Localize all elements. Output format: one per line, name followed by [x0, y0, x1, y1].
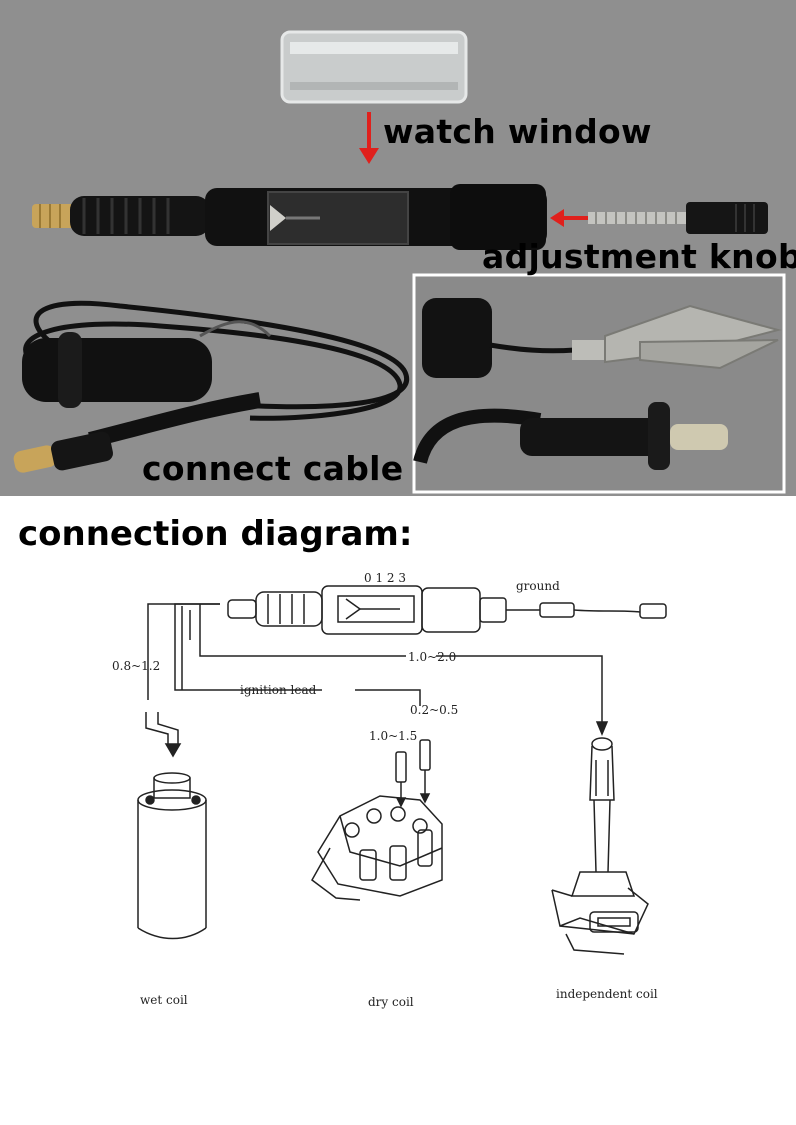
ignition-lead-label: ignition lead: [240, 683, 317, 697]
gap-dry-coil-label: 1.0~1.5: [369, 729, 417, 743]
dry-coil-icon: [311, 739, 443, 901]
cable-icon: [13, 300, 410, 473]
wet-coil-icon: [137, 712, 207, 940]
label-adjustment-knob: adjustment knob: [482, 237, 796, 276]
connection-diagram: 0 1 2 3 ground 0.8~1.2 1.0~2.0 ignition …: [112, 571, 667, 1009]
wet-coil-label: wet coil: [140, 993, 188, 1007]
ground-label: ground: [516, 579, 560, 593]
dry-coil-label: dry coil: [368, 995, 414, 1009]
label-watch-window: watch window: [383, 112, 652, 151]
spark-tester-icon: [32, 184, 768, 250]
gap-wet-coil-label: 0.8~1.2: [112, 659, 160, 673]
product-photo: [0, 0, 796, 496]
section-heading: connection diagram:: [18, 514, 413, 554]
inset-photo: [412, 273, 786, 494]
glass-tube-icon: [280, 30, 468, 104]
independent-coil-icon: [551, 737, 649, 955]
arrow-down-icon: [359, 112, 379, 164]
label-connect-cable: connect cable: [142, 449, 404, 488]
tester-diagram-icon: [227, 585, 667, 635]
gap-scale-label: 0 1 2 3: [364, 571, 406, 585]
gap-lead-label: 0.2~0.5: [410, 703, 458, 717]
independent-coil-label: independent coil: [556, 987, 658, 1001]
gap-independent-label: 1.0~2.0: [408, 650, 456, 664]
